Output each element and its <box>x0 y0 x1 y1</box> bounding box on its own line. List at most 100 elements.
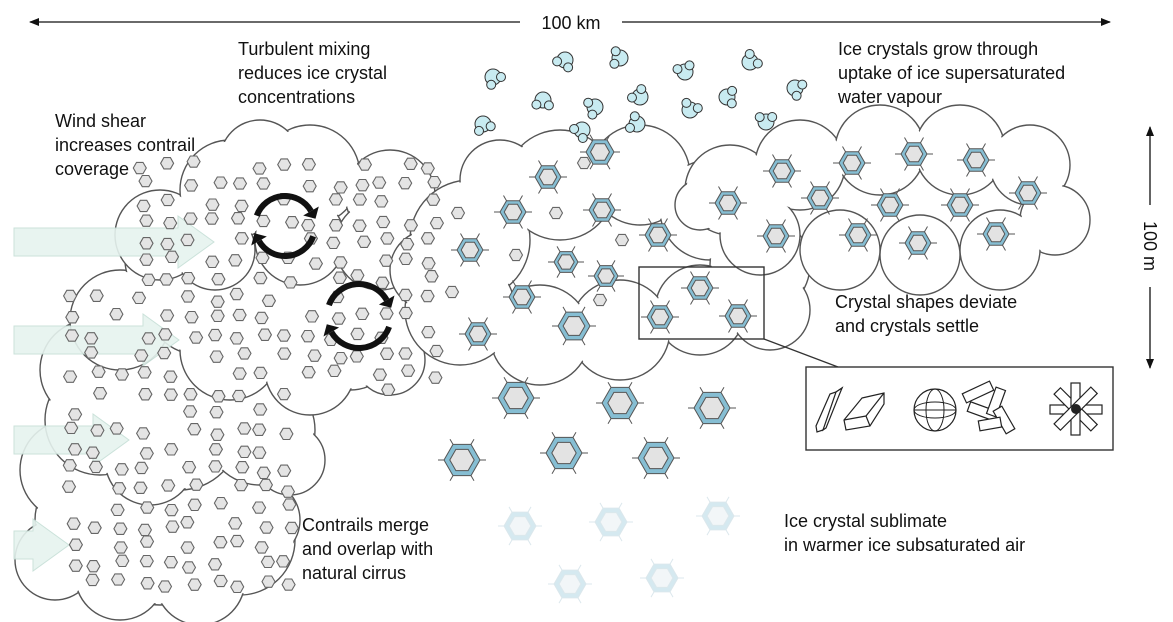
ice-crystal-icon <box>92 387 108 400</box>
ice-crystal-icon <box>68 538 84 551</box>
ice-crystal-icon <box>210 295 225 308</box>
ice-crystal-icon <box>109 422 124 435</box>
ice-crystal-icon <box>207 328 223 342</box>
ice-crystal-icon <box>380 232 395 245</box>
ice-crystal-icon <box>261 294 277 307</box>
sublimating-crystal-icon <box>589 502 633 542</box>
ice-crystal-icon <box>833 146 871 180</box>
ice-crystal-icon <box>352 193 368 206</box>
ice-crystal-icon <box>632 436 680 480</box>
ice-crystal-icon <box>282 498 297 511</box>
ice-crystal-icon <box>403 219 419 232</box>
ice-crystal-icon <box>165 520 180 533</box>
ice-crystal-icon <box>208 443 224 456</box>
polyhedral-crystal-icon <box>913 388 957 432</box>
ice-crystal-icon <box>429 216 445 230</box>
ice-crystal-icon <box>257 328 273 341</box>
ice-crystal-icon <box>113 522 128 535</box>
ice-crystal-icon <box>160 193 175 207</box>
ice-crystal-icon <box>260 555 276 569</box>
ice-crystal-icon <box>331 312 346 325</box>
ice-crystal-icon <box>277 464 292 477</box>
merge-label: Contrails merge and overlap with natural… <box>302 515 438 583</box>
ice-crystal-icon <box>357 158 373 171</box>
ice-crystal-icon <box>279 427 294 441</box>
ice-crystal-icon <box>159 273 174 286</box>
ice-crystal-icon <box>229 534 245 548</box>
water-vapour-molecule-icon <box>569 121 591 143</box>
horizontal-scale: 100 km <box>29 13 1111 33</box>
ice-crystal-icon <box>308 257 324 270</box>
ice-crystal-icon <box>234 199 249 213</box>
ice-crystal-icon <box>719 299 757 333</box>
ice-crystal-icon <box>138 174 153 188</box>
ice-crystal-icon <box>85 446 100 459</box>
ice-crystal-icon <box>350 327 365 341</box>
ice-crystal-icon <box>134 461 149 475</box>
ice-crystal-icon <box>1009 176 1047 210</box>
ice-crystal-icon <box>234 232 249 245</box>
ice-crystal-icon <box>187 578 202 591</box>
ice-crystal-icon <box>139 554 154 568</box>
ice-crystal-icon <box>230 212 246 225</box>
ice-crystal-icon <box>801 181 839 215</box>
labels: Wind shear increases contrail coverage T… <box>55 39 1065 583</box>
ice-crystal-icon <box>459 317 497 351</box>
ice-crystal-icon <box>137 366 152 379</box>
ice-crystal-icon <box>356 235 372 248</box>
ice-crystal-icon <box>160 237 175 251</box>
ice-crystal-icon <box>113 541 128 554</box>
ice-crystal-icon <box>372 176 387 189</box>
ice-crystal-icon <box>757 219 795 253</box>
ice-crystal-icon <box>110 573 126 586</box>
ice-crystal-icon <box>254 541 269 554</box>
ice-crystal-icon <box>139 214 154 227</box>
water-vapour-molecule-icon <box>531 91 554 111</box>
ice-crystal-icon <box>84 332 99 345</box>
ice-crystal-icon <box>307 349 322 362</box>
ice-crystal-icon <box>210 309 225 323</box>
ice-crystal-icon <box>261 575 276 588</box>
ice-crystal-icon <box>237 422 252 435</box>
ice-crystal-icon <box>67 443 83 456</box>
ice-crystal-icon <box>255 251 270 265</box>
ice-crystal-icon <box>424 270 439 283</box>
water-vapour-molecule-icon <box>786 79 808 101</box>
ice-crystal-icon <box>164 443 179 456</box>
ice-crystal-icon <box>681 271 719 305</box>
ice-crystal-icon <box>91 365 106 378</box>
ice-crystal-icon <box>187 498 202 512</box>
ice-crystal-icon <box>163 555 179 569</box>
vertical-scale-label: 100 m <box>1140 221 1160 271</box>
ice-crystal-icon <box>183 179 199 192</box>
water-vapour-molecule-icon <box>672 60 695 81</box>
ice-crystal-icon <box>64 421 79 435</box>
ice-crystal-icon <box>231 389 247 403</box>
ice-crystal-icon <box>188 331 204 344</box>
ice-crystal-icon <box>230 580 245 594</box>
ice-crystal-icon <box>114 368 130 381</box>
ice-crystal-icon <box>839 218 877 252</box>
ice-crystal-icon <box>588 260 624 292</box>
ice-crystal-icon <box>276 387 292 401</box>
water-vapour-molecule-icon <box>625 111 646 133</box>
ice-crystal-icon <box>252 162 267 175</box>
ice-crystal-icon <box>977 217 1015 251</box>
ice-crystal-icon <box>213 574 228 588</box>
ice-crystal-icon <box>284 521 299 535</box>
water-vapour-molecule-icon <box>754 112 778 131</box>
ice-crystal-icon <box>186 155 201 168</box>
ice-crystal-icon <box>420 289 435 303</box>
turbulent-mixing-label: Turbulent mixing reduces ice crystal con… <box>238 39 392 107</box>
ice-crystal-icon <box>427 175 442 189</box>
ice-crystal-icon <box>253 271 268 285</box>
aggregate-crystal-icon <box>961 380 1016 435</box>
ice-crystal-icon <box>709 186 747 220</box>
ice-crystal-icon <box>941 188 979 222</box>
ice-crystal-icon <box>158 328 173 341</box>
ice-crystal-icon <box>438 438 486 482</box>
ice-crystal-icon <box>376 215 391 229</box>
ice-crystal-icon <box>180 290 196 303</box>
ice-crystal-icon <box>115 554 130 568</box>
